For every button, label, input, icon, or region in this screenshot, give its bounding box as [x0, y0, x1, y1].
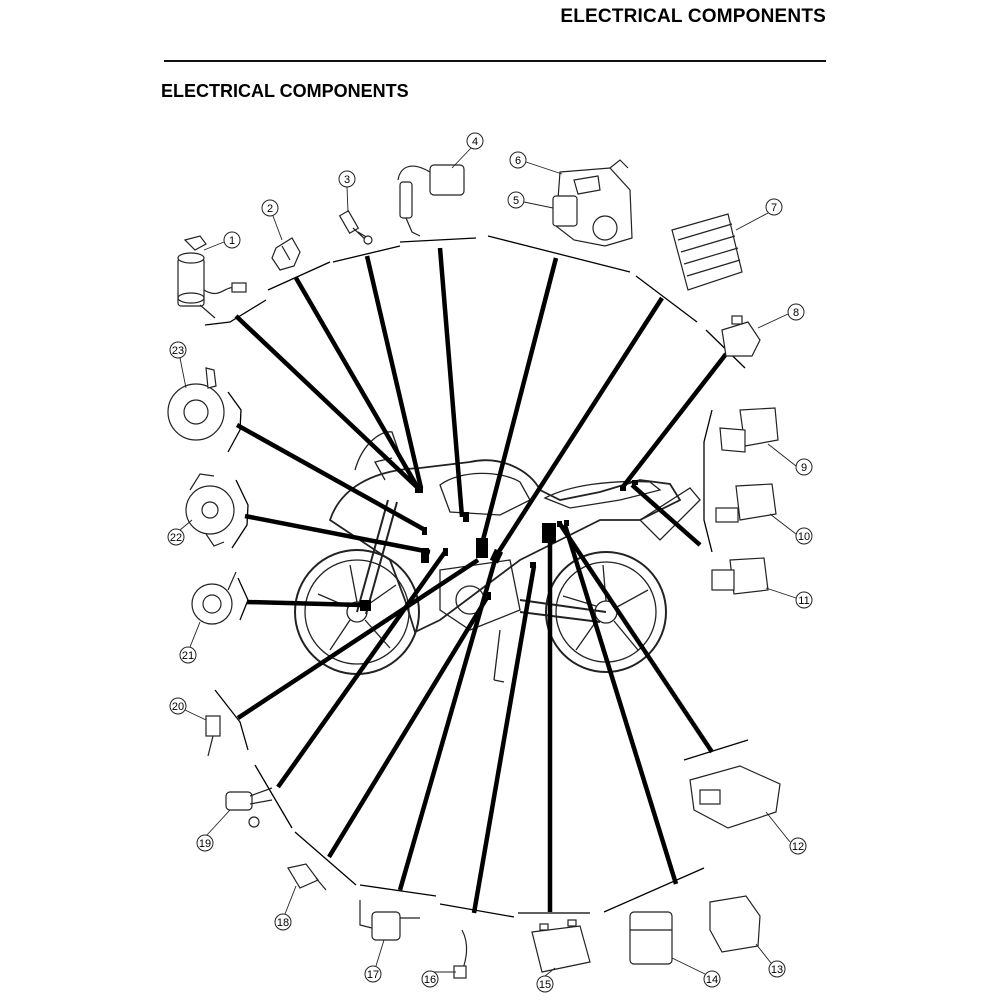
- component-15-battery: [531, 919, 591, 973]
- callout-4: 4: [466, 132, 484, 150]
- callout-label: 4: [472, 136, 478, 148]
- callout-label: 11: [798, 595, 809, 607]
- component-2-switch: [271, 237, 301, 271]
- component-8-relay: [721, 315, 761, 357]
- callout-label: 3: [344, 174, 350, 186]
- component-10-relay: [715, 483, 777, 523]
- callout-3: 3: [338, 170, 356, 188]
- callout-11: 11: [795, 591, 813, 609]
- component-17-sensor: [359, 900, 420, 941]
- grouping-arcs: [204, 235, 749, 918]
- callout-10: 10: [795, 527, 813, 545]
- callout-label: 8: [793, 307, 799, 319]
- callout-label: 20: [172, 701, 184, 713]
- component-21-sensor: [191, 571, 237, 625]
- callout-16: 16: [421, 970, 439, 988]
- section-title: ELECTRICAL COMPONENTS: [161, 81, 409, 101]
- callout-13: 13: [768, 960, 786, 978]
- callout-label: 9: [801, 462, 807, 474]
- component-13-relay: [709, 895, 761, 953]
- callout-label: 17: [367, 969, 379, 981]
- page-header-title: ELECTRICAL COMPONENTS: [560, 6, 826, 27]
- callout-17: 17: [364, 965, 382, 983]
- callout-label: 19: [199, 838, 211, 850]
- component-12-ecu: [689, 765, 781, 829]
- component-18-sensor: [287, 863, 327, 891]
- component-14-relay: [629, 911, 673, 965]
- callout-19: 19: [196, 834, 214, 852]
- callout-7: 7: [765, 198, 783, 216]
- callout-20: 20: [169, 697, 187, 715]
- component-9-relay: [719, 407, 779, 453]
- callout-1: 1: [223, 231, 241, 249]
- callout-5: 5: [507, 191, 525, 209]
- callout-23: 23: [169, 341, 187, 359]
- callout-12: 12: [789, 837, 807, 855]
- callout-2: 2: [261, 199, 279, 217]
- leader-lines: [234, 247, 728, 914]
- callout-label: 6: [515, 155, 521, 167]
- component-19-switch: [225, 787, 273, 828]
- component-20-sensor: [205, 715, 221, 757]
- component-1-main-switch: [177, 235, 247, 319]
- callout-label: 1: [229, 235, 235, 247]
- callout-label: 5: [513, 195, 519, 207]
- callout-label: 10: [798, 531, 810, 543]
- callout-label: 23: [172, 345, 184, 357]
- callout-label: 22: [170, 532, 182, 544]
- callout-label: 21: [182, 650, 194, 662]
- component-11-relay: [711, 557, 769, 595]
- callout-15: 15: [536, 975, 554, 993]
- callout-leaders: [179, 147, 797, 977]
- callout-18: 18: [274, 913, 292, 931]
- callout-label: 7: [771, 202, 777, 214]
- callout-6: 6: [509, 151, 527, 169]
- callout-8: 8: [787, 303, 805, 321]
- callout-14: 14: [703, 970, 721, 988]
- callout-label: 2: [267, 203, 273, 215]
- component-7-rectifier-regulator: [671, 213, 743, 291]
- component-4-ignition-coil: [397, 164, 465, 237]
- component-3-spark-plug: [338, 210, 373, 245]
- callout-label: 12: [792, 841, 804, 853]
- callout-21: 21: [179, 646, 197, 664]
- callout-label: 18: [277, 917, 289, 929]
- component-23-horn: [167, 367, 225, 441]
- callout-9: 9: [795, 458, 813, 476]
- component-5-6-throttle-body: [552, 159, 633, 247]
- component-22-fan: [185, 473, 235, 547]
- callout-label: 14: [706, 974, 718, 986]
- callout-label: 13: [771, 964, 783, 976]
- component-16-sensor: [453, 929, 468, 979]
- header-divider: [164, 60, 826, 62]
- callout-label: 15: [539, 979, 551, 991]
- callout-label: 16: [424, 974, 436, 986]
- callout-22: 22: [167, 528, 185, 546]
